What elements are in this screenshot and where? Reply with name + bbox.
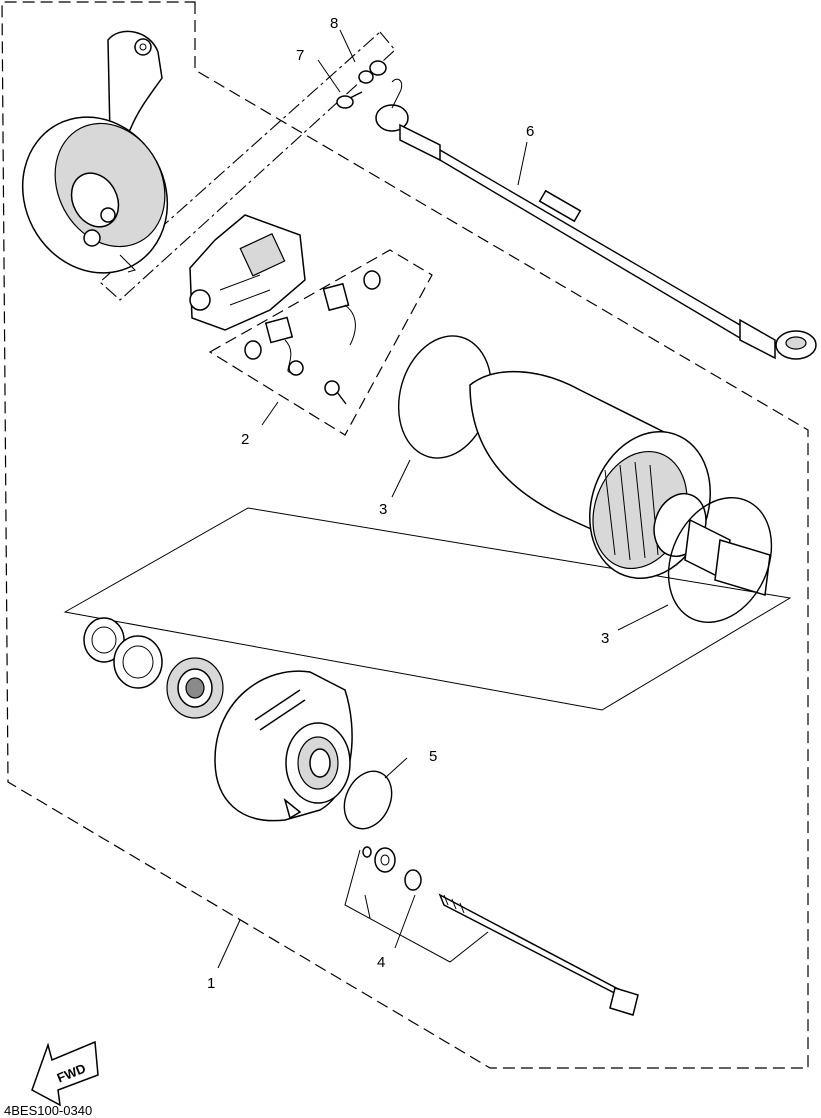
end-cover-group-boundary <box>99 31 396 301</box>
screw-7 <box>336 91 363 109</box>
callout-5: 5 <box>429 748 437 765</box>
callout-8: 8 <box>330 15 338 32</box>
callout-3-upper: 3 <box>379 501 387 518</box>
rear-end-cover <box>21 30 169 274</box>
callout-2: 2 <box>241 431 249 448</box>
callout-3-lower: 3 <box>601 630 609 647</box>
o-ring-5 <box>343 770 393 830</box>
assembly-boundary <box>1 1 809 1069</box>
o-ring-lower <box>667 496 773 624</box>
brush-set <box>244 270 381 405</box>
bolt-kit <box>362 846 639 1016</box>
armature-yoke <box>469 370 771 596</box>
fwd-arrow: FWD <box>31 1040 99 1107</box>
front-bearing <box>166 657 224 719</box>
drawing-code: 4BES100-0340 <box>4 1103 92 1118</box>
front-washers <box>83 617 163 689</box>
starter-cable <box>375 78 817 360</box>
callout-1: 1 <box>207 975 215 992</box>
callout-7: 7 <box>296 47 304 64</box>
front-cover <box>214 670 353 822</box>
callout-6: 6 <box>526 123 534 140</box>
brush-set-boundary <box>208 249 433 436</box>
washer-8 <box>358 60 387 84</box>
leader-lines <box>217 29 669 969</box>
brush-holder <box>189 214 306 331</box>
front-group-boundary <box>63 507 792 711</box>
callout-4: 4 <box>377 954 385 971</box>
